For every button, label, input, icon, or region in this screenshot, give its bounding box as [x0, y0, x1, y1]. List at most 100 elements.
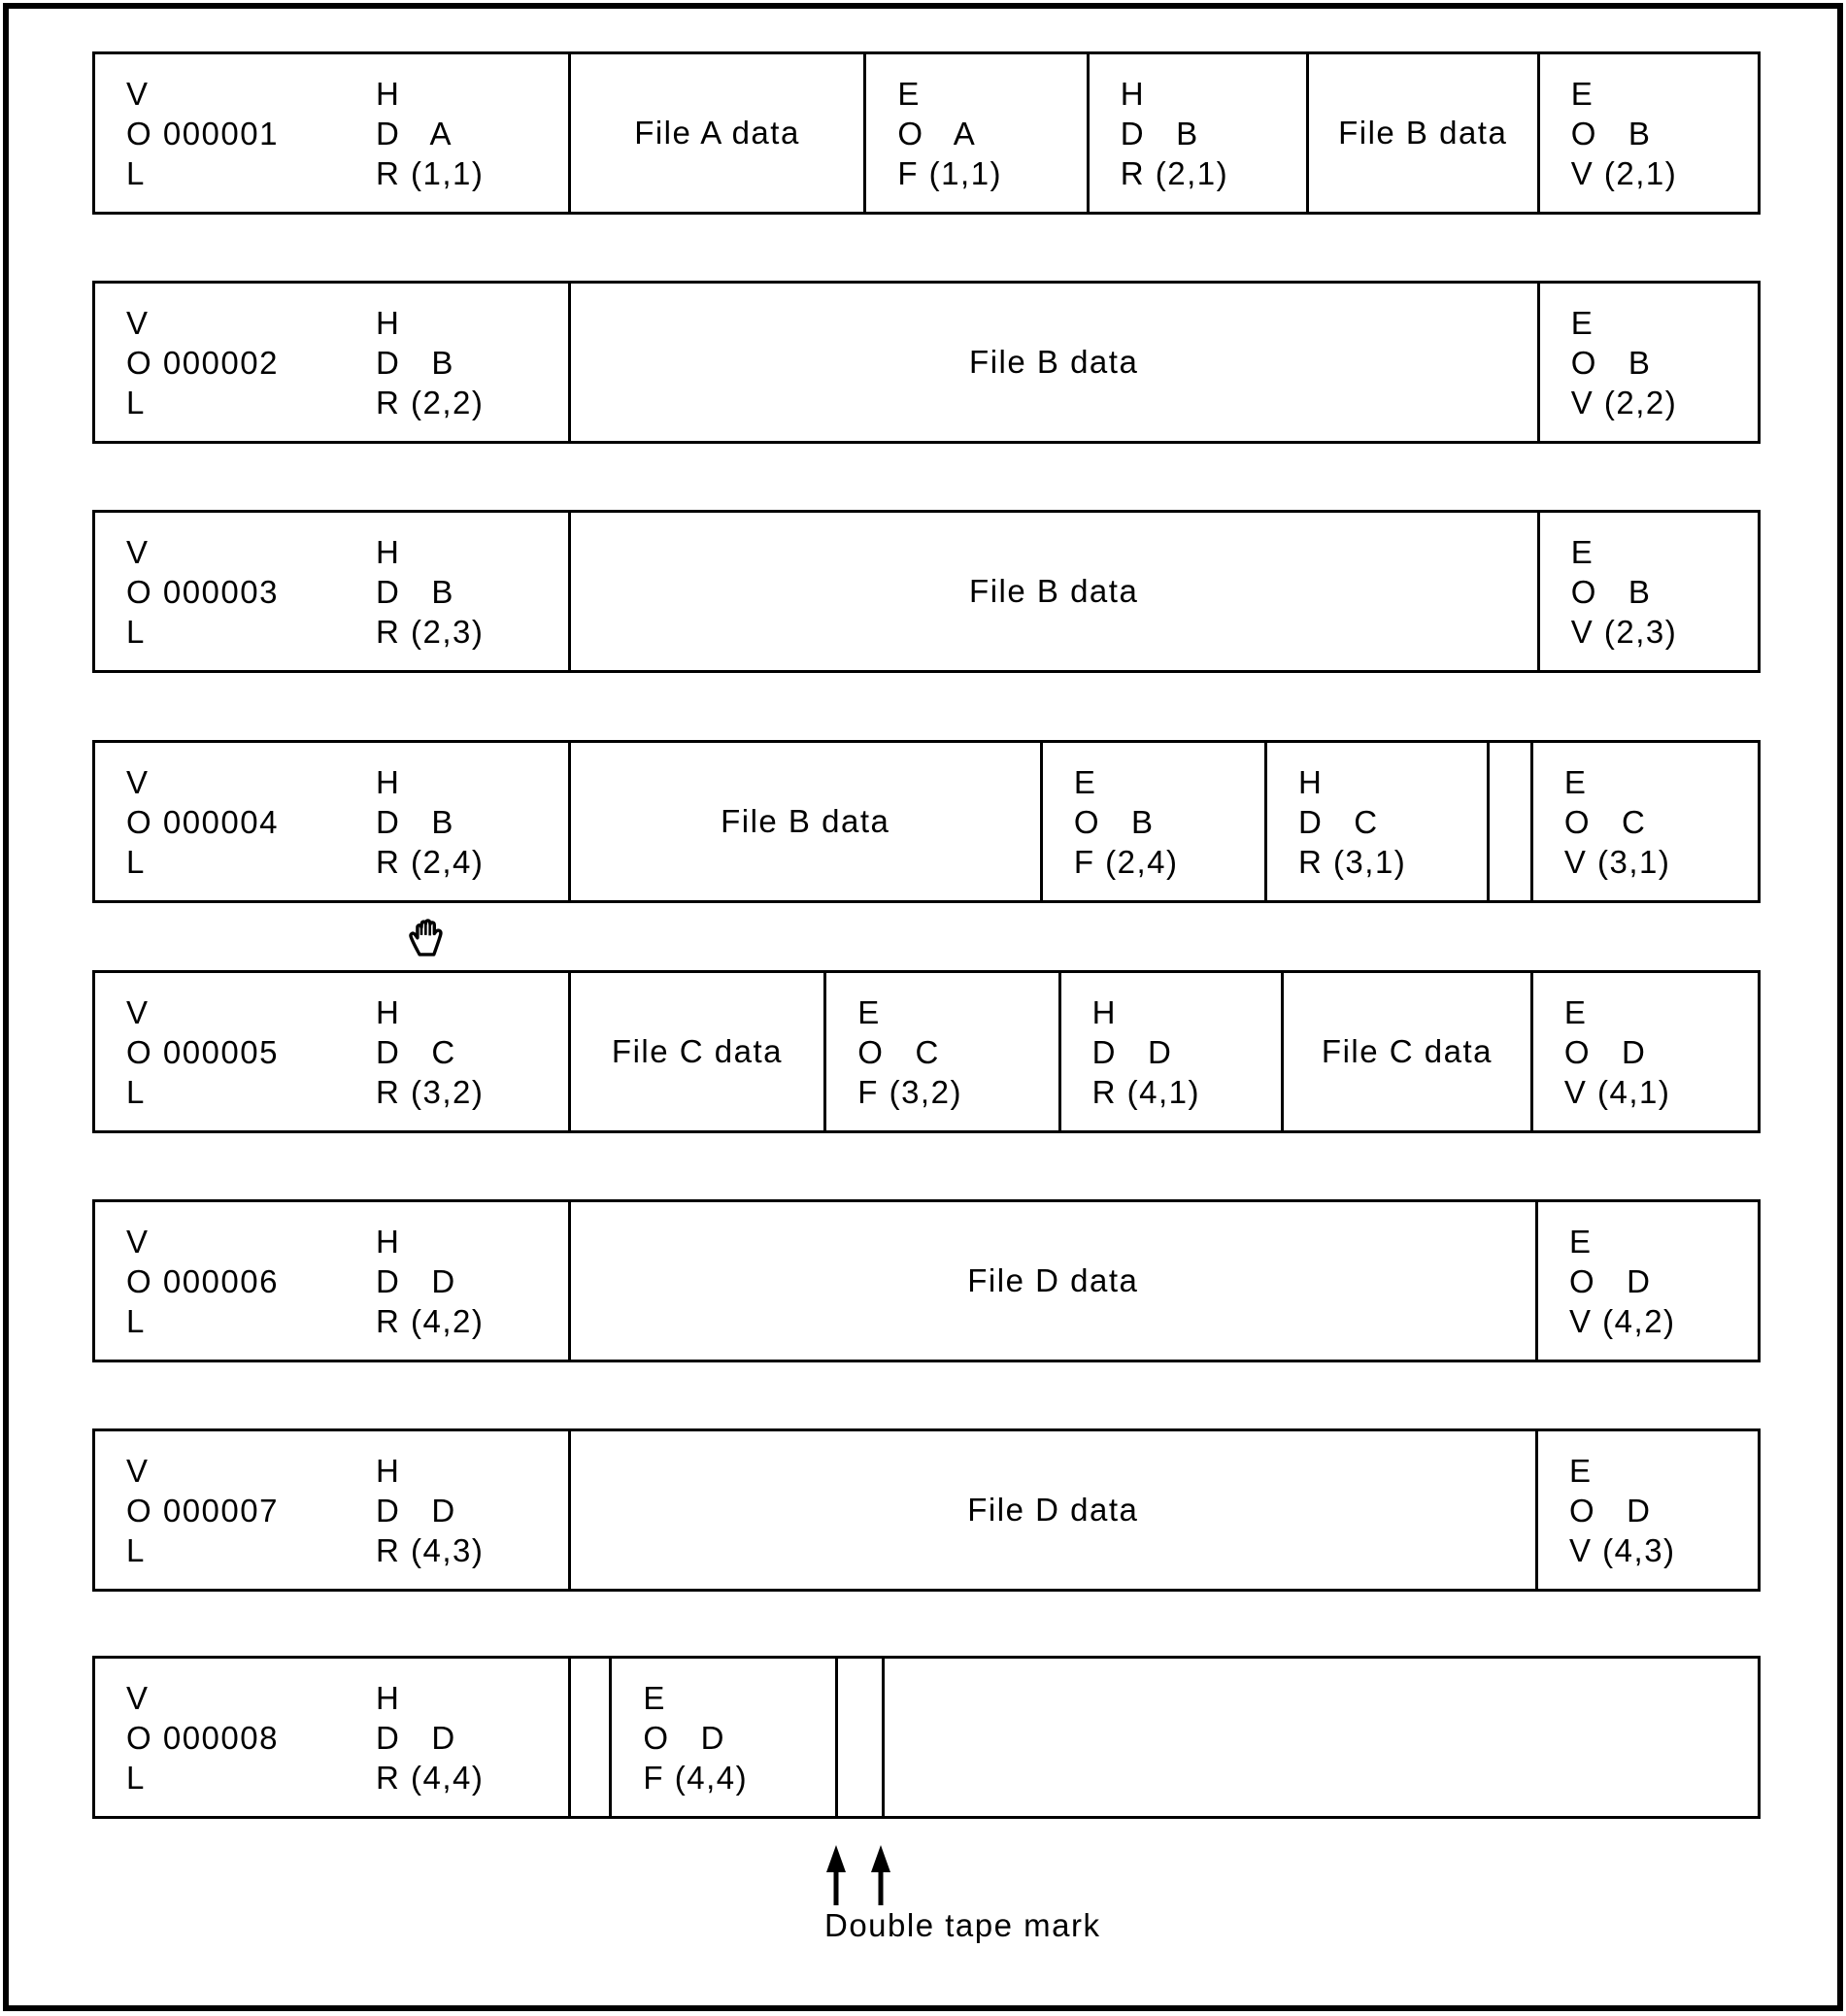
label-line: E [1570, 304, 1594, 341]
label-line: O 000003 [126, 573, 279, 610]
file-data-label: File B data [721, 803, 890, 839]
grab-hand-cursor-icon [409, 919, 443, 957]
label-line: O C [1563, 803, 1647, 840]
label-line: L [126, 1759, 146, 1796]
label-line: R (4,4) [376, 1759, 485, 1796]
label-line: L [126, 1531, 146, 1568]
label-line: H [376, 1452, 401, 1489]
file-data-label: File C data [611, 1033, 783, 1069]
label-line: F (3,2) [857, 1073, 962, 1110]
label-line: O B [1570, 573, 1652, 610]
label-line: R (2,4) [376, 843, 485, 880]
label-line: O D [1569, 1262, 1652, 1299]
label-line: L [126, 384, 146, 420]
label-line: O D [643, 1719, 725, 1756]
label-line: V (2,2) [1570, 384, 1678, 420]
tape-mark-gap-cell [1490, 743, 1533, 900]
label-line: H [376, 304, 401, 341]
file-data-cell: File B data [571, 284, 1540, 441]
label-line: H [376, 533, 401, 570]
label-line: R (3,2) [376, 1073, 485, 1110]
label-line: E [643, 1679, 666, 1716]
label-line: O D [1563, 1033, 1647, 1070]
file-data-label: File B data [969, 344, 1139, 380]
label-line: E [1570, 75, 1594, 112]
label-line: R (3,1) [1297, 843, 1407, 880]
label-line: V (3,1) [1563, 843, 1671, 880]
label-line: V [126, 993, 150, 1030]
label-line: D B [376, 344, 454, 381]
file-data-cell: File A data [571, 54, 867, 212]
tape-mark-gap-cell [838, 1659, 886, 1816]
label-line: O D [1569, 1492, 1652, 1529]
label-line: E [897, 75, 921, 112]
label-line: D C [376, 1033, 456, 1070]
label-line: O 000006 [126, 1262, 279, 1299]
label-line: F (1,1) [897, 154, 1003, 191]
label-line: F (2,4) [1073, 843, 1179, 880]
file-data-label: File D data [967, 1492, 1139, 1528]
up-arrow-icon [871, 1845, 890, 1905]
label-line: O 000005 [126, 1033, 279, 1070]
label-line: D B [1120, 115, 1199, 151]
label-line: R (2,1) [1120, 154, 1229, 191]
label-line: V [126, 1223, 150, 1260]
file-data-cell: File D data [571, 1431, 1538, 1589]
label-line: V (4,3) [1569, 1531, 1676, 1568]
page-border [3, 3, 1843, 2011]
label-line: H [376, 75, 401, 112]
label-line: V [126, 304, 150, 341]
label-line: O B [1570, 344, 1652, 381]
label-line: H [1297, 763, 1324, 800]
label-line: V [126, 1452, 150, 1489]
file-data-label: File B data [969, 573, 1139, 609]
label-line: O C [857, 1033, 940, 1070]
file-data-cell: File D data [571, 1202, 1538, 1360]
label-line: F (4,4) [643, 1759, 749, 1796]
label-line: D D [376, 1719, 456, 1756]
label-line: O 000008 [126, 1719, 279, 1756]
label-line: R (4,3) [376, 1531, 485, 1568]
double-tape-mark-label: Double tape mark [824, 1907, 1101, 1943]
label-line: O 000001 [126, 115, 279, 151]
file-data-cell: File B data [1309, 54, 1540, 212]
label-line: R (1,1) [376, 154, 485, 191]
label-line: O B [1570, 115, 1652, 151]
label-line: V [126, 763, 150, 800]
label-line: E [1563, 763, 1588, 800]
label-line: E [857, 993, 881, 1030]
label-line: O 000002 [126, 344, 279, 381]
label-line: R (4,1) [1091, 1073, 1201, 1110]
label-line: L [126, 154, 146, 191]
label-line: L [126, 1073, 146, 1110]
label-line: E [1563, 993, 1588, 1030]
file-data-label: File B data [1338, 115, 1508, 151]
